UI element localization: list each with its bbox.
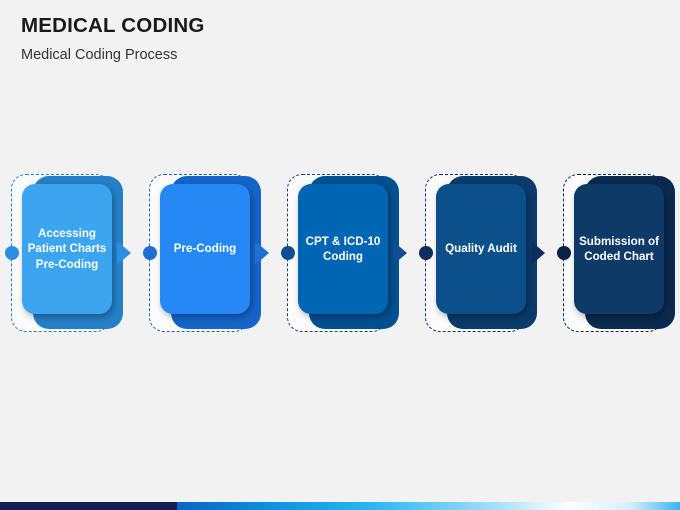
process-step-4[interactable]: Quality Audit — [419, 174, 545, 334]
step-connector-dot — [5, 246, 19, 260]
step-label: Pre-Coding — [173, 242, 237, 256]
step-connector-dot — [143, 246, 157, 260]
header: MEDICAL CODING Medical Coding Process — [21, 13, 621, 65]
step-label: Submission of Coded Chart — [579, 234, 659, 263]
process-step-3[interactable]: CPT & ICD-10 Coding — [281, 174, 407, 334]
step-card[interactable]: Accessing Patient Charts Pre-Coding — [22, 184, 112, 314]
step-card[interactable]: Submission of Coded Chart — [574, 184, 664, 314]
bottom-bar-dark-segment — [0, 502, 177, 510]
step-arrow-icon — [117, 241, 131, 265]
step-label: Accessing Patient Charts Pre-Coding — [27, 226, 107, 271]
page-subtitle: Medical Coding Process — [21, 47, 178, 63]
step-connector-dot — [419, 246, 433, 260]
step-connector-dot — [281, 246, 295, 260]
step-label: CPT & ICD-10 Coding — [305, 234, 381, 263]
step-card[interactable]: CPT & ICD-10 Coding — [298, 184, 388, 314]
step-card[interactable]: Quality Audit — [436, 184, 526, 314]
step-arrow-icon — [393, 241, 407, 265]
step-card[interactable]: Pre-Coding — [160, 184, 250, 314]
process-step-2[interactable]: Pre-Coding — [143, 174, 269, 334]
bottom-accent-bar — [0, 502, 680, 510]
step-connector-dot — [557, 246, 571, 260]
step-arrow-icon — [255, 241, 269, 265]
bottom-bar-gradient-segment — [177, 502, 680, 510]
page-title: MEDICAL CODING — [21, 14, 205, 37]
step-label: Quality Audit — [445, 242, 517, 256]
process-step-1[interactable]: Accessing Patient Charts Pre-Coding — [5, 174, 131, 334]
process-step-5[interactable]: Submission of Coded Chart — [557, 174, 675, 334]
step-arrow-icon — [531, 241, 545, 265]
